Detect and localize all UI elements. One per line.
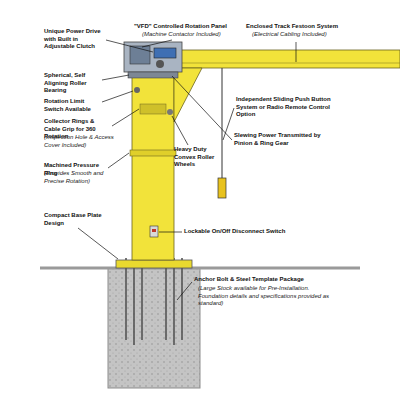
callout-label: Rotation Limit Switch Available — [44, 98, 102, 113]
callout-label: Heavy Duty Convex Roller Wheels — [174, 146, 218, 169]
leader-lines — [78, 40, 296, 300]
callout-label: Compact Base Plate Design — [44, 212, 122, 227]
ring-gear — [128, 72, 178, 78]
anchor-bolts — [126, 258, 182, 345]
ground-line — [40, 267, 360, 270]
power-drive-motor — [154, 48, 176, 58]
foundation-texture — [108, 268, 200, 388]
switch-handle — [152, 229, 156, 232]
pressure-ring — [130, 150, 176, 156]
base-plate — [116, 260, 192, 268]
collector-rings — [140, 104, 166, 114]
pendant-box — [218, 178, 226, 198]
callout-note: (Machine Contactor Included) — [142, 31, 238, 39]
pinion-gear — [156, 60, 164, 68]
callout-label: Lockable On/Off Disconnect Switch — [184, 228, 314, 236]
callout-note: (Large Stock available for Pre-Installat… — [198, 285, 330, 308]
boom — [174, 50, 400, 68]
callout-label: Spherical, Self Aligning Roller Bearing — [44, 72, 102, 95]
limit-switch — [134, 87, 140, 93]
callout-note: (Inspection Hole & Access Cover Included… — [44, 134, 114, 149]
callout-label: Slewing Power Transmitted by Pinion & Ri… — [234, 132, 324, 147]
foundation — [108, 268, 200, 388]
callout-label: Unique Power Drive with Built in Adjusta… — [44, 28, 106, 51]
roller-wheel — [167, 109, 173, 115]
disconnect-switch — [150, 226, 158, 237]
callout-label: Independent Sliding Push Button System o… — [236, 96, 332, 119]
mast-column — [132, 70, 174, 260]
callout-note: (Provides Smooth and Precise Rotation) — [44, 170, 116, 185]
callout-label: "VFD" Controlled Rotation Panel — [134, 23, 238, 31]
pendant-cable — [222, 68, 223, 178]
callout-note: (Electrical Cabling Included) — [252, 31, 362, 39]
festoon-track — [176, 63, 400, 64]
callout-label: Anchor Bolt & Steel Template Package — [194, 276, 334, 284]
callout-label: Enclosed Track Festoon System — [246, 23, 364, 31]
